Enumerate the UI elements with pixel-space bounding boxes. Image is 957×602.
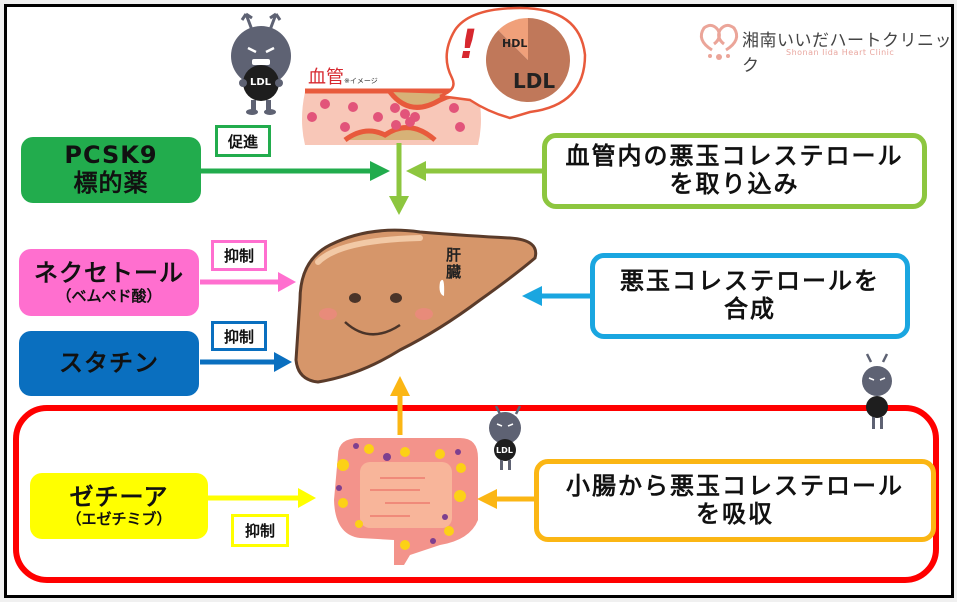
pie-label-ldl: LDL — [513, 69, 556, 93]
arrow-nexletol — [200, 272, 296, 292]
action-tag-inhibit: 抑制 — [231, 514, 289, 547]
arrow-intestine-to-liver — [390, 376, 410, 435]
drug-box-nexletol[interactable]: ネクセトール （ベムペド酸） — [19, 249, 199, 316]
arrow-pcsk9 — [200, 161, 390, 181]
arrow-zetia — [208, 488, 316, 508]
ldl-character-icon — [862, 353, 892, 429]
drug-box-zetia[interactable]: ゼチーア （エゼチミブ） — [30, 473, 208, 539]
process-text: 悪玉コレステロールを — [620, 267, 880, 296]
intestine-icon — [334, 438, 478, 565]
drug-generic-name: （ベムペド酸） — [56, 286, 162, 305]
drug-box-pcsk9[interactable]: PCSK9 標的薬 — [21, 137, 201, 203]
pie-label-hdl: HDL — [502, 37, 528, 50]
ldl-character-icon — [489, 405, 522, 470]
ldl-character-label: LDL — [496, 446, 513, 455]
process-text: を取り込み — [669, 170, 800, 198]
intestine-highlight-frame — [13, 405, 939, 583]
action-tag-promote: 促進 — [215, 125, 271, 157]
pie-slice-hdl — [498, 18, 528, 60]
vessel-title: 血管 — [308, 67, 344, 88]
ldl-character-icon — [231, 12, 291, 115]
action-tag-inhibit: 抑制 — [211, 321, 267, 351]
drug-name: PCSK9 — [64, 141, 158, 170]
pie-slice-ldl — [486, 18, 570, 103]
drug-generic-name: （エゼチミブ） — [66, 510, 172, 529]
arrow-statin — [200, 352, 292, 372]
process-text: 合成 — [724, 295, 776, 323]
arrow-synthesis — [522, 286, 590, 306]
process-box-absorption[interactable]: 小腸から悪玉コレステロール を吸収 — [534, 459, 936, 542]
liver-label-line: 肝 — [446, 246, 462, 264]
clinic-name-en: Shonan Iida Heart Clinic — [786, 48, 895, 57]
ldl-hdl-pie-chart — [486, 18, 570, 103]
drug-box-statin[interactable]: スタチン — [19, 331, 199, 396]
clinic-name-jp: 湘南いいだハートクリニック — [742, 31, 952, 76]
drug-name: ゼチーア — [69, 482, 169, 511]
ldl-character-label: LDL — [250, 77, 272, 88]
vessel-label: 血管※イメージ — [308, 63, 378, 89]
liver-label-line: 臓 — [446, 263, 462, 282]
action-tag-inhibit: 抑制 — [211, 240, 267, 271]
drug-subname: 標的薬 — [73, 169, 149, 197]
liver-icon — [294, 228, 538, 384]
process-box-uptake[interactable]: 血管内の悪玉コレステロール を取り込み — [542, 133, 927, 209]
arrow-uptake — [389, 143, 545, 215]
drug-name: ネクセトール — [34, 259, 184, 288]
process-box-synthesis[interactable]: 悪玉コレステロールを 合成 — [590, 253, 910, 339]
drug-name: スタチン — [59, 348, 159, 377]
process-text: を吸収 — [696, 499, 774, 528]
exclamation-icon: ! — [459, 22, 478, 68]
vessel-note: ※イメージ — [344, 77, 378, 85]
process-text: 血管内の悪玉コレステロール — [565, 142, 904, 171]
arrow-absorption — [477, 489, 535, 509]
process-text: 小腸から悪玉コレステロール — [566, 471, 904, 500]
liver-label: 肝 臓 — [446, 246, 462, 282]
